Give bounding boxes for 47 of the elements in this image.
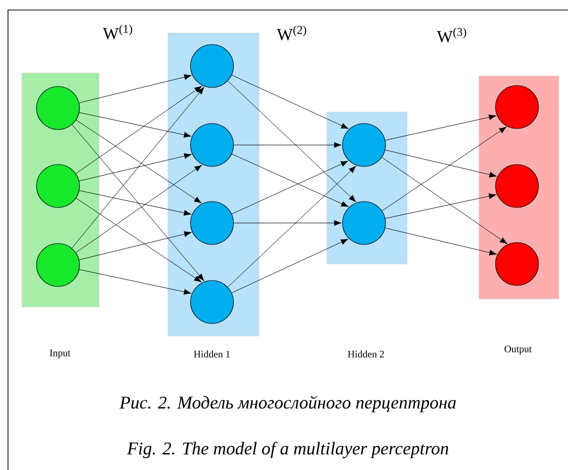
arrow [76, 86, 202, 174]
caption: Fig. 2. The model of a multilayer perceptron [126, 442, 448, 458]
arrow [232, 238, 348, 294]
arrow [79, 112, 192, 138]
arrow [384, 228, 497, 256]
arrow [234, 220, 342, 226]
caption: Рис. 2. Модель многослойного перцептрона [119, 396, 456, 412]
neuron-circle [36, 164, 80, 208]
arrow [385, 193, 496, 219]
layer-label: Hidden 1 [194, 350, 230, 358]
layer-label: Hidden 2 [348, 350, 384, 358]
arrow [78, 231, 192, 260]
arrow [232, 160, 348, 214]
arrow [72, 87, 204, 248]
arrow [232, 154, 348, 207]
arrow [79, 190, 192, 216]
neuron-circle [495, 164, 539, 208]
arrow [76, 120, 202, 204]
arrow [382, 157, 508, 244]
arrow [228, 80, 356, 202]
arrow [72, 124, 204, 281]
arrow [78, 153, 192, 182]
neuron-circle [36, 86, 80, 130]
arrow [76, 164, 202, 253]
arrow [382, 126, 506, 212]
neuron-circle [36, 243, 80, 287]
layer-label: Output [504, 346, 532, 354]
neuron-circle [342, 123, 386, 167]
neuron-circle [190, 44, 234, 88]
layer-label: Input [50, 350, 70, 358]
neuron-circle [190, 201, 234, 245]
arrow [385, 114, 496, 141]
neuron-circle [190, 280, 234, 324]
weight-label: W$^{(3)}$ [436, 28, 466, 42]
arrow [232, 74, 348, 129]
neuron-circle [495, 85, 539, 129]
neuron-circle [342, 201, 386, 245]
arrow [228, 166, 356, 288]
arrow [76, 198, 202, 282]
weight-label: W$^{(2)}$ [276, 26, 306, 40]
arrow [234, 142, 342, 148]
neuron-circle [190, 123, 234, 167]
neuron-circle [495, 242, 539, 286]
arrow [79, 269, 192, 295]
weight-label: W$^{(1)}$ [102, 24, 132, 40]
arrow [78, 74, 192, 104]
arrow [384, 150, 497, 178]
